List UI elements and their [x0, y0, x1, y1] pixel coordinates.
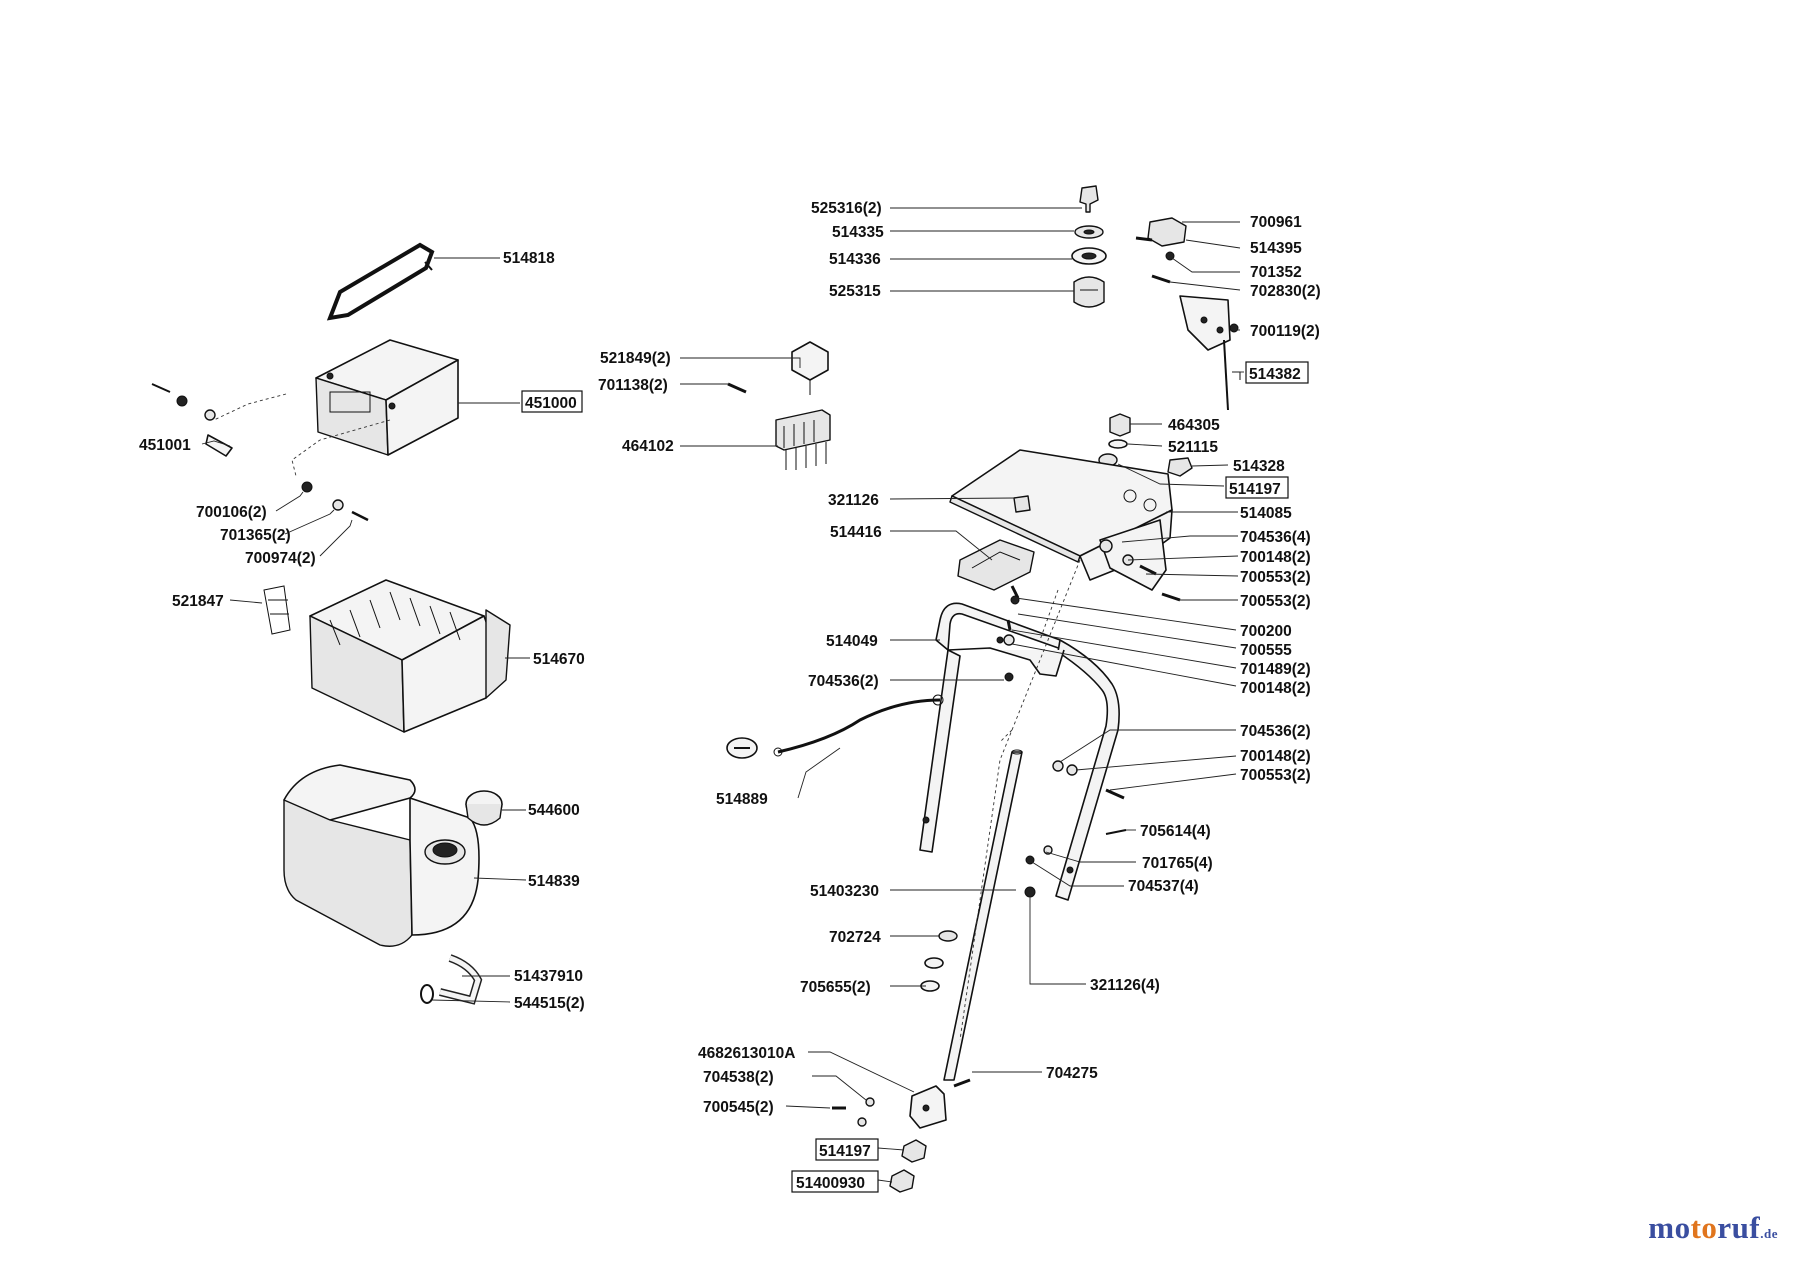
part-label: 700553(2) — [1240, 767, 1311, 784]
assembly-alignment-lines — [213, 393, 1081, 1041]
lower-bracket-part — [832, 1085, 947, 1129]
bracket-clip-part — [263, 585, 291, 635]
part-label: 514049 — [826, 633, 878, 650]
part-labels: 514818 451000 451001 700106(2) 701365(2)… — [139, 200, 1321, 1193]
brand-tld: .de — [1760, 1226, 1778, 1241]
part-label: 700200 — [1240, 623, 1292, 640]
part-label: 700106(2) — [196, 504, 267, 521]
part-label: 451001 — [139, 437, 191, 454]
screw-part — [727, 382, 747, 394]
part-label: 700148(2) — [1240, 748, 1311, 765]
part-label: 700974(2) — [245, 550, 316, 567]
part-label: 704538(2) — [703, 1069, 774, 1086]
part-label: 700148(2) — [1240, 680, 1311, 697]
part-label: 525315 — [829, 283, 881, 300]
bottom-nut-set — [889, 1139, 927, 1193]
shaft-washer-set — [920, 930, 958, 992]
part-label: 700961 — [1250, 214, 1302, 231]
throttle-lever-part — [1135, 217, 1241, 411]
fuel-hose-part — [420, 954, 483, 1005]
brand-part-2: to — [1690, 1210, 1718, 1245]
brand-part-3: ruf — [1717, 1210, 1761, 1245]
part-label: 4682613010A — [698, 1045, 795, 1062]
part-label: 321126 — [828, 492, 879, 509]
part-label: 514335 — [832, 224, 884, 241]
label-box — [815, 1138, 879, 1161]
battery-part — [315, 339, 459, 456]
part-label: 702830(2) — [1250, 283, 1321, 300]
part-label: 464305 — [1168, 417, 1220, 434]
part-label: 514670 — [533, 651, 585, 668]
part-label: 700148(2) — [1240, 549, 1311, 566]
part-label: 451000 — [525, 395, 577, 412]
part-label: 51400930 — [796, 1175, 865, 1192]
part-label: 521849(2) — [600, 350, 671, 367]
part-label: 544515(2) — [514, 995, 585, 1012]
part-label: 704536(2) — [1240, 723, 1311, 740]
part-label: 514085 — [1240, 505, 1292, 522]
part-label: 525316(2) — [811, 200, 882, 217]
part-label: 514395 — [1250, 240, 1302, 257]
part-label: 464102 — [622, 438, 674, 455]
part-label: 705614(4) — [1140, 823, 1211, 840]
part-label: 514839 — [528, 873, 580, 890]
label-box — [521, 390, 583, 413]
control-panel-part — [949, 449, 1173, 591]
filler-cap-part — [465, 790, 503, 826]
battery-tray-part — [309, 579, 511, 733]
part-label: 514818 — [503, 250, 555, 267]
part-label: 701765(4) — [1142, 855, 1213, 872]
part-label: 704275 — [1046, 1065, 1098, 1082]
part-label: 700553(2) — [1240, 569, 1311, 586]
part-label: 700119(2) — [1250, 323, 1320, 340]
part-label: 704536(4) — [1240, 529, 1311, 546]
part-label: 514197 — [819, 1143, 871, 1160]
ignition-switch-part — [1071, 185, 1107, 308]
ground-cable-part — [726, 694, 944, 759]
handle-frame-part — [919, 602, 1120, 901]
relay-part — [791, 341, 829, 395]
part-label: 514197 — [1229, 481, 1281, 498]
label-box — [1225, 476, 1289, 499]
part-label: 514336 — [829, 251, 881, 268]
frame-fastener-set — [1003, 539, 1181, 898]
part-label: 514889 — [716, 791, 768, 808]
part-label: 514328 — [1233, 458, 1285, 475]
part-label: 700553(2) — [1240, 593, 1311, 610]
part-label: 705655(2) — [800, 979, 871, 996]
leader-lines — [201, 207, 1244, 1183]
battery-strap-part — [326, 242, 435, 321]
fuse-block-part — [775, 409, 831, 470]
part-label: 521115 — [1168, 439, 1218, 456]
fuel-tank-part — [283, 764, 480, 947]
label-box — [1245, 361, 1309, 384]
part-label: 700555 — [1240, 642, 1292, 659]
part-label: 701352 — [1250, 264, 1302, 281]
label-box — [791, 1170, 879, 1193]
part-label: 702724 — [829, 929, 881, 946]
cable-bracket-part — [957, 539, 1035, 591]
part-label: 51403230 — [810, 883, 879, 900]
part-label: 514416 — [830, 524, 882, 541]
part-label: 701489(2) — [1240, 661, 1311, 678]
part-label: 514382 — [1249, 366, 1301, 383]
motoruf-watermark-logo: motoruf.de — [1648, 1210, 1778, 1246]
part-label: 704537(4) — [1128, 878, 1199, 895]
part-label: 701138(2) — [598, 377, 668, 394]
part-label: 51437910 — [514, 968, 583, 985]
part-label: 700545(2) — [703, 1099, 774, 1116]
brand-part-1: mo — [1648, 1210, 1691, 1245]
part-label: 321126(4) — [1090, 977, 1160, 994]
part-label: 701365(2) — [220, 527, 291, 544]
part-label: 521847 — [172, 593, 224, 610]
part-label: 704536(2) — [808, 673, 879, 690]
battery-fastener-set — [151, 383, 369, 522]
part-label: 544600 — [528, 802, 580, 819]
shaft-part — [943, 749, 1023, 1088]
